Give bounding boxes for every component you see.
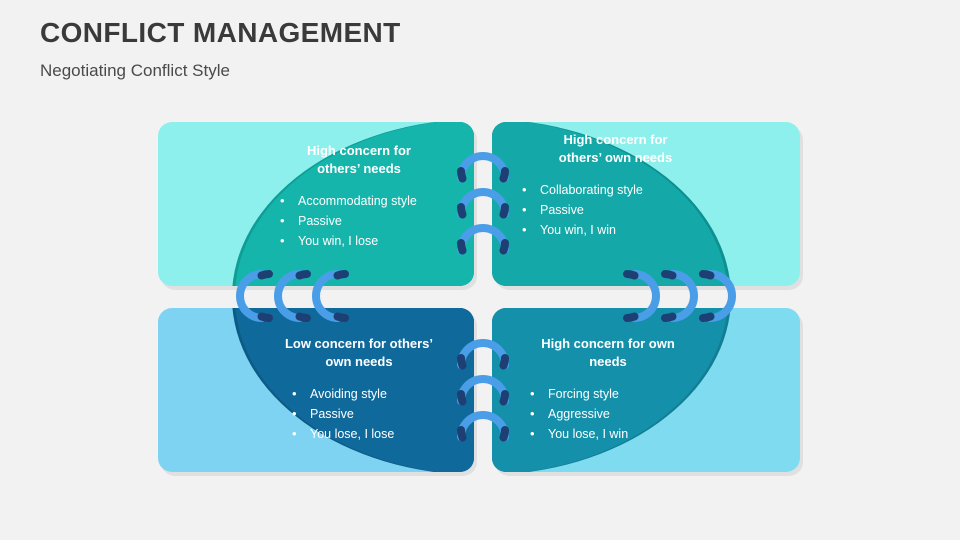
quadrant-accommodating-text: High concern for others’ needs Accommoda… bbox=[253, 142, 465, 252]
list-item: Accommodating style bbox=[276, 190, 465, 211]
spiral-rings-horizontal-right bbox=[630, 270, 736, 322]
slide-header: CONFLICT MANAGEMENT Negotiating Conflict… bbox=[40, 17, 840, 81]
list-item: Forcing style bbox=[526, 383, 708, 404]
quadrant-collaborating-bullets: Collaborating style Passive You win, I w… bbox=[518, 179, 723, 241]
page-subtitle: Negotiating Conflict Style bbox=[40, 60, 230, 80]
quadrant-avoiding-bullets: Avoiding style Passive You lose, I lose bbox=[288, 383, 468, 445]
list-item: Aggressive bbox=[526, 403, 708, 424]
page-title: CONFLICT MANAGEMENT bbox=[40, 17, 401, 48]
quadrant-accommodating-bullets: Accommodating style Passive You win, I l… bbox=[276, 190, 465, 252]
list-item: Avoiding style bbox=[288, 383, 468, 404]
spiral-rings-horizontal-left bbox=[236, 270, 342, 322]
quadrant-avoiding-text: Low concern for others’ own needs Avoidi… bbox=[250, 335, 468, 445]
list-item: Passive bbox=[276, 210, 465, 231]
quadrant-forcing-heading: High concern for own needs bbox=[541, 336, 675, 370]
quadrant-accommodating-heading: High concern for others’ needs bbox=[306, 143, 411, 177]
list-item: Passive bbox=[288, 403, 468, 424]
list-item: You win, I lose bbox=[276, 230, 465, 251]
spiral-ring-tips-horizontal-left bbox=[257, 270, 349, 322]
list-item: Collaborating style bbox=[518, 179, 723, 200]
quadrant-collaborating-heading: High concern for others’ own needs bbox=[558, 132, 673, 166]
list-item: You win, I win bbox=[518, 219, 723, 240]
quadrant-forcing-bullets: Forcing style Aggressive You lose, I win bbox=[526, 383, 708, 445]
list-item: You lose, I lose bbox=[288, 423, 468, 444]
list-item: You lose, I win bbox=[526, 423, 708, 444]
quadrant-forcing-text: High concern for own needs Forcing style… bbox=[508, 335, 708, 445]
list-item: Passive bbox=[518, 199, 723, 220]
quadrant-collaborating-text: High concern for others’ own needs Colla… bbox=[508, 131, 723, 241]
spiral-ring-tips-horizontal-right bbox=[623, 270, 715, 322]
quadrant-avoiding-heading: Low concern for others’ own needs bbox=[284, 336, 434, 370]
